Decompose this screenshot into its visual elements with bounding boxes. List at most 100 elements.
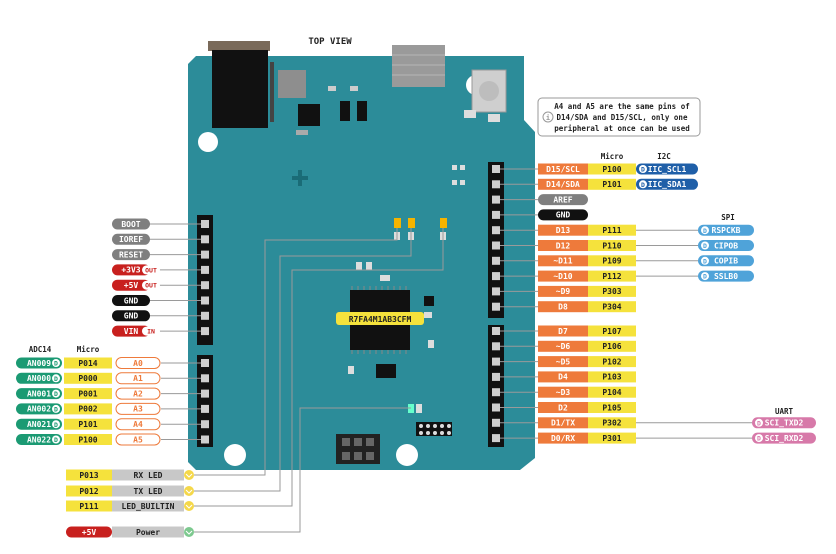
- digital-pin-d6: ~D6: [538, 340, 588, 352]
- diagram-title: TOP VIEW: [308, 37, 352, 47]
- digital-pin-d5-text: ~D5: [556, 357, 571, 366]
- i2c-function-text: IIC_SCL1: [648, 165, 687, 174]
- analog-pin-a2-text: A2: [133, 389, 143, 398]
- micro-pin: P104: [588, 386, 636, 398]
- digital-pin-aref: AREF: [538, 194, 588, 206]
- led-label-tx-led: TX LED: [112, 485, 184, 497]
- power-pin-tag: OUT: [142, 265, 160, 275]
- header-pad: [201, 311, 209, 320]
- digital-icon: D: [755, 418, 763, 427]
- power-pin-tag-text: OUT: [145, 266, 157, 274]
- digital-icon: D: [52, 374, 60, 383]
- digital-icon: D: [52, 359, 60, 368]
- led-icon: [184, 527, 194, 537]
- led-label-rx-led-text: RX LED: [134, 471, 163, 480]
- led-label-rx-led: RX LED: [112, 469, 184, 481]
- power-pin-gnd-text: GND: [124, 312, 139, 321]
- digital-pin-d15scl-text: D15/SCL: [546, 165, 580, 174]
- digital-pin-d6-text: ~D6: [556, 342, 571, 351]
- header-pad: [201, 281, 209, 290]
- digital-pin-d2-text: D2: [558, 403, 568, 412]
- led-micro-pin-text: P111: [79, 502, 98, 511]
- led-micro-pin-text: P012: [79, 487, 98, 496]
- led-source-power-text: +5V: [82, 528, 97, 537]
- header-pad: [492, 165, 500, 173]
- micro-pin: P106: [588, 340, 636, 352]
- header-pad: [201, 389, 209, 398]
- adc-channel-text: AN002: [27, 405, 51, 414]
- header-pad: [492, 210, 500, 219]
- led-icon: [184, 501, 194, 511]
- digital-pin-d10: ~D10: [538, 270, 588, 282]
- spi-function: SSLB0: [698, 270, 754, 282]
- digital-pin-d2: D2: [538, 402, 588, 413]
- led-label-power-text: Power: [136, 528, 160, 537]
- micro-pin-text: P304: [602, 303, 621, 312]
- adc-channel: AN001: [16, 388, 62, 400]
- digital-icon: D: [52, 420, 60, 429]
- power-pin-gnd: GND: [112, 310, 150, 322]
- micro-pin: P112: [588, 270, 636, 282]
- digital-icon: D: [701, 241, 709, 250]
- power-pin-5v: +5V: [112, 279, 150, 291]
- micro-pin-text: P102: [602, 357, 621, 366]
- digital-pin-d1tx-text: D1/TX: [551, 419, 575, 428]
- micro-pin-text: P100: [78, 435, 97, 444]
- led-micro-pin: P111: [66, 500, 112, 512]
- led-label-tx-led-text: TX LED: [134, 487, 163, 496]
- led-label-led-builtin: LED_BUILTIN: [112, 500, 184, 512]
- power-pin-vin: VIN: [112, 325, 150, 337]
- header-pad: [492, 226, 500, 235]
- power-pin-ioref: IOREF: [112, 233, 150, 245]
- digital-pin-d12: D12: [538, 240, 588, 251]
- digital-pin-d5: ~D5: [538, 356, 588, 368]
- header-micro-left: Micro: [77, 345, 100, 354]
- power-pin-tag-text: OUT: [145, 282, 157, 290]
- digital-icon: D: [639, 180, 647, 189]
- spi-function: CIPOB: [698, 240, 754, 251]
- header-pad: [492, 302, 500, 311]
- micro-pin-text: P302: [602, 419, 621, 428]
- analog-pin-a3-text: A3: [133, 405, 143, 414]
- header-pad: [201, 420, 209, 429]
- analog-pin-a4: A4: [115, 418, 161, 431]
- power-pin-reset-text: RESET: [119, 250, 143, 259]
- header-pad: [201, 220, 209, 228]
- led-icon: [184, 486, 194, 496]
- header-pad: [492, 256, 500, 265]
- chip-label: R7FA4M1AB3CFM: [349, 315, 412, 324]
- micro-pin: P110: [588, 240, 636, 251]
- digital-pin-d9: ~D9: [538, 285, 588, 297]
- micro-pin-text: P112: [602, 272, 621, 281]
- led-leader-lines: [194, 228, 444, 533]
- power-pin-reset: RESET: [112, 249, 150, 261]
- svg-text:D: D: [757, 435, 761, 443]
- i2c-function: IIC_SDA1: [636, 178, 698, 190]
- micro-pin: P101: [64, 418, 112, 430]
- power-pin-3v3-text: +3V3: [121, 266, 140, 275]
- adc-channel-text: AN001: [27, 389, 51, 398]
- header-pad: [201, 359, 209, 367]
- uart-function-text: SCI_RXD2: [765, 434, 804, 443]
- note-line-1: A4 and A5 are the same pins of: [554, 102, 689, 111]
- power-pin-gnd: GND: [112, 295, 150, 306]
- uart-function: SCI_TXD2: [752, 417, 816, 429]
- power-pin-tag-text: IN: [147, 328, 155, 336]
- led-icon: [184, 470, 194, 480]
- svg-text:D: D: [54, 406, 58, 414]
- spi-function: RSPCKB: [698, 224, 754, 236]
- digital-pin-d7: D7: [538, 325, 588, 337]
- svg-text:D: D: [703, 227, 707, 235]
- spi-function-text: CIPOB: [714, 241, 738, 250]
- power-pin-tag: IN: [142, 326, 160, 336]
- analog-pin-a0-text: A0: [133, 359, 143, 368]
- uart-function-text: SCI_TXD2: [765, 419, 804, 428]
- micro-pin-text: P014: [78, 359, 97, 368]
- digital-pin-d15scl: D15/SCL: [538, 163, 588, 175]
- micro-pin-text: P105: [602, 403, 621, 412]
- adc-channel: AN022: [16, 434, 62, 445]
- digital-icon: D: [52, 435, 60, 444]
- digital-pin-d7-text: D7: [558, 327, 568, 336]
- analog-pin-a2: A2: [115, 387, 161, 400]
